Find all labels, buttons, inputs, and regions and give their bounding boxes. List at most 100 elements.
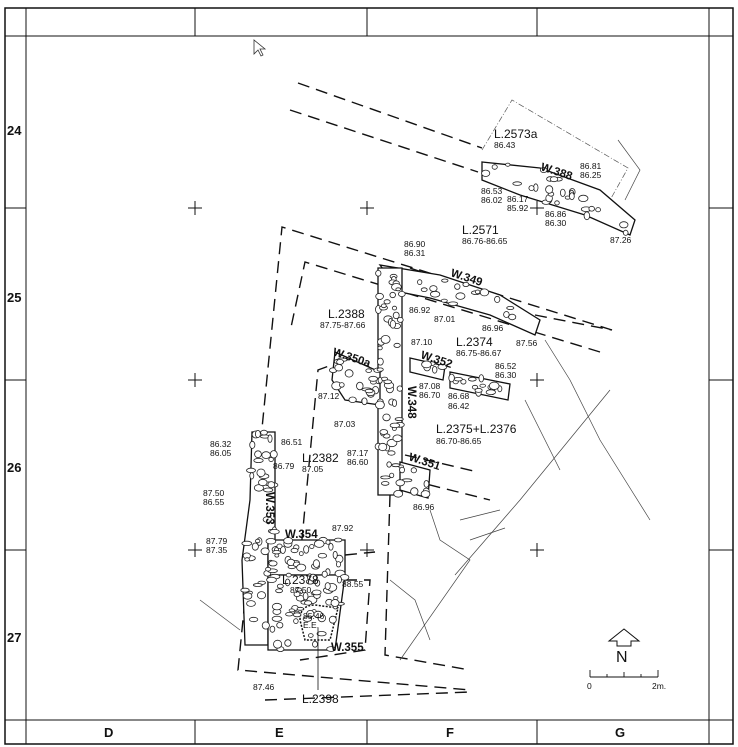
stone [268, 457, 274, 462]
stone [619, 221, 629, 229]
stone [313, 610, 323, 619]
stone [316, 631, 327, 637]
stone [296, 606, 304, 611]
stone [312, 559, 320, 568]
stone [410, 487, 419, 496]
locus-2398: L.2398 [302, 692, 339, 706]
stone [285, 572, 292, 578]
stone [240, 587, 250, 593]
stone [378, 442, 388, 452]
stone [249, 616, 259, 623]
stone [399, 466, 406, 474]
stone [420, 490, 431, 498]
stone [356, 381, 364, 391]
stone [375, 269, 382, 277]
stone [380, 334, 391, 344]
stone [338, 382, 345, 388]
stone [588, 205, 595, 212]
stone [569, 192, 575, 201]
stone [479, 383, 486, 388]
stone [389, 472, 395, 479]
stone [478, 374, 484, 383]
stone [374, 400, 385, 410]
locus-labels: L.2573a 86.43 L.2571 86.76-86.65 L.2388 … [282, 127, 538, 706]
stone [292, 612, 302, 618]
elevation: 86.05 [210, 448, 232, 458]
stone [241, 540, 253, 547]
locus-2571-level: 86.76-86.65 [462, 236, 508, 246]
elevation: 86.25 [580, 170, 602, 180]
stone [423, 480, 430, 488]
locus-2398-level: 85.46 [303, 611, 325, 621]
stone [503, 311, 510, 318]
stone [261, 451, 271, 459]
elevation: 86.52 [495, 361, 517, 371]
stone [309, 544, 315, 549]
stone [429, 290, 441, 298]
stone [271, 615, 283, 622]
stone [242, 592, 253, 600]
locus-2388: L.2388 [328, 307, 365, 321]
north-arrow: N [607, 628, 641, 666]
locus-2571: L.2571 [462, 223, 499, 237]
stone [288, 608, 295, 613]
stone [254, 429, 261, 438]
stone [298, 551, 304, 556]
wall-label-348: W.348 [405, 386, 417, 419]
wall-label-353: W.353 [263, 492, 275, 525]
stone [505, 162, 511, 167]
locus-2378-level: 87.50 [290, 585, 312, 595]
stone [441, 278, 449, 283]
elevation: 86.02 [481, 195, 503, 205]
elevation: 86.79 [273, 461, 295, 471]
elevation: 87.35 [206, 545, 228, 555]
stone [380, 303, 387, 309]
stone [420, 287, 428, 293]
stone [244, 557, 250, 562]
stone [261, 621, 270, 630]
elevation: 86.81 [580, 161, 602, 171]
stone [395, 287, 402, 292]
stone [391, 399, 397, 408]
stone [539, 167, 548, 173]
stone [254, 450, 262, 459]
rock-contours [199, 139, 651, 661]
elevation: 87.92 [332, 523, 354, 533]
stone [386, 461, 392, 468]
stone [454, 283, 461, 290]
stone [393, 489, 404, 498]
stone [252, 583, 263, 587]
stone [453, 377, 463, 382]
stone [397, 290, 406, 297]
stone [512, 181, 522, 186]
stone [312, 640, 318, 648]
elevation: 86.30 [495, 370, 517, 380]
elevation: 85.92 [507, 203, 529, 213]
stone [583, 211, 591, 221]
stone [269, 450, 278, 459]
stone [474, 387, 483, 393]
stone [293, 591, 301, 598]
elevation: 88.55 [342, 579, 364, 589]
stone [268, 560, 278, 567]
stone [421, 360, 432, 369]
stone [328, 542, 334, 551]
stone [249, 472, 255, 480]
stone [256, 591, 266, 600]
wall-label-354: W.354 [285, 529, 318, 541]
elevation: 87.08 [419, 381, 441, 391]
stone [307, 633, 314, 638]
stone [326, 646, 336, 652]
stone [246, 600, 256, 607]
elevation: 86.68 [448, 391, 470, 401]
stone [276, 543, 283, 549]
stone [271, 602, 283, 611]
stone [313, 539, 325, 548]
stone [275, 588, 284, 594]
stone [348, 396, 357, 403]
row-label-25: 25 [7, 290, 21, 305]
column-label-g: G [615, 725, 625, 740]
stone [283, 537, 294, 545]
stone [622, 229, 629, 236]
elevation: 87.03 [334, 419, 356, 429]
